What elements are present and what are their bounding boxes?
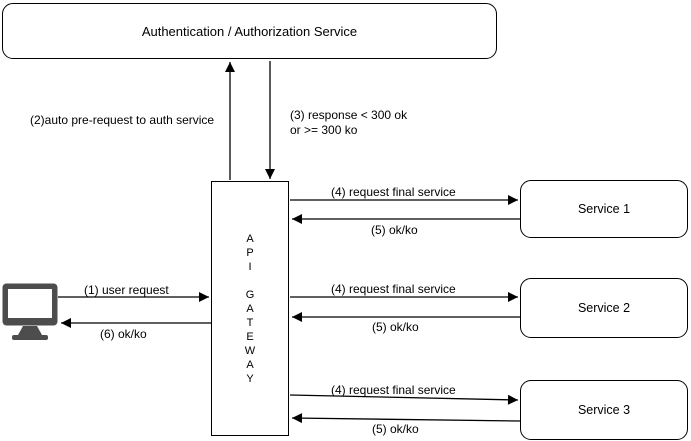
request-service-1-label: (4) request final service [331,185,456,199]
auth-service-label: Authentication / Authorization Service [141,23,358,39]
service-1-node: Service 1 [520,180,688,238]
client-response-label: (6) ok/ko [100,327,147,341]
service-1-label: Service 1 [577,201,631,216]
service-3-label: Service 3 [577,402,631,417]
pre-request-label: (2)auto pre-request to auth service [30,113,215,127]
monitor-icon [2,283,58,340]
request-service-2-label: (4) request final service [331,282,456,296]
auth-response-label: (3) response < 300 ok or >= 300 ko [290,108,408,137]
user-request-label: (1) user request [84,283,169,297]
service-2-node: Service 2 [520,278,688,338]
api-gateway-node: A P I G A T E W A Y [211,181,289,436]
response-service-1-label: (5) ok/ko [371,223,418,237]
response-service-2-label: (5) ok/ko [372,320,419,334]
api-gateway-label: A P I G A T E W A Y [244,232,256,385]
response-service-3-label: (5) ok/ko [372,422,419,436]
service-2-label: Service 2 [577,300,631,315]
request-service-3-label: (4) request final service [331,383,456,397]
arrow-response-service-3 [291,413,521,424]
service-3-node: Service 3 [520,380,688,440]
arrow-request-service-3 [289,394,519,405]
auth-service-node: Authentication / Authorization Service [2,3,497,59]
